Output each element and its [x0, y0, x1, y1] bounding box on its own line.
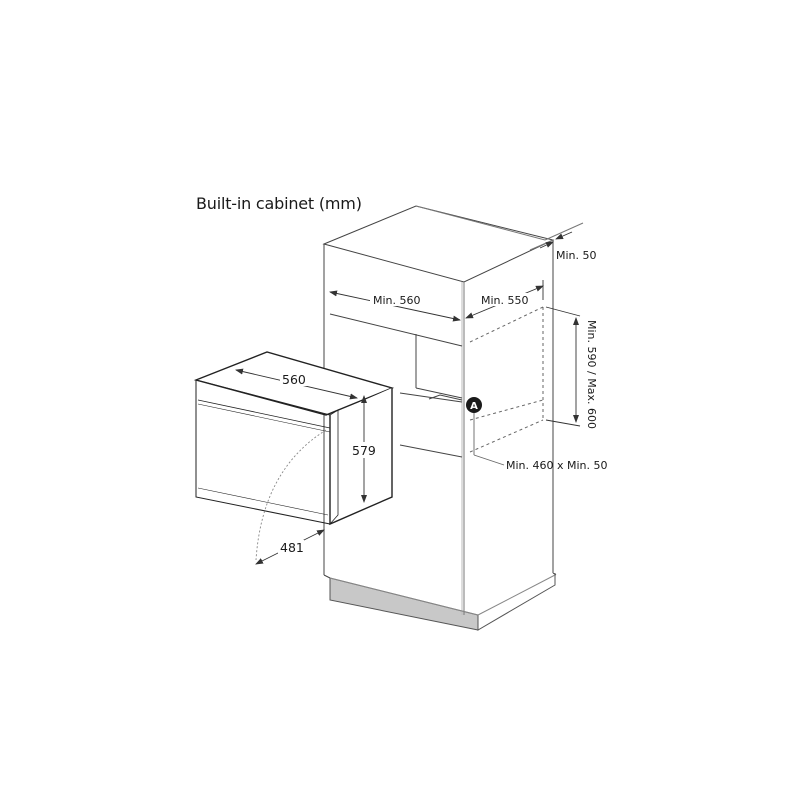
door-swing-label: 481 [280, 540, 304, 555]
cabinet-width-label: Min. 560 [373, 294, 421, 307]
oven-width-label: 560 [282, 372, 306, 387]
gap-top-label: Min. 50 [556, 249, 597, 262]
cabinet [322, 205, 584, 631]
diagram-title: Built-in cabinet (mm) [196, 194, 362, 213]
cabinet-height-label: Min. 590 / Max. 600 [585, 320, 598, 429]
oven-height-label: 579 [352, 443, 376, 458]
vent-size-label: Min. 460 x Min. 50 [506, 459, 608, 472]
vent-marker: A [466, 397, 482, 413]
svg-text:A: A [470, 401, 478, 412]
cabinet-depth-label: Min. 550 [481, 294, 529, 307]
